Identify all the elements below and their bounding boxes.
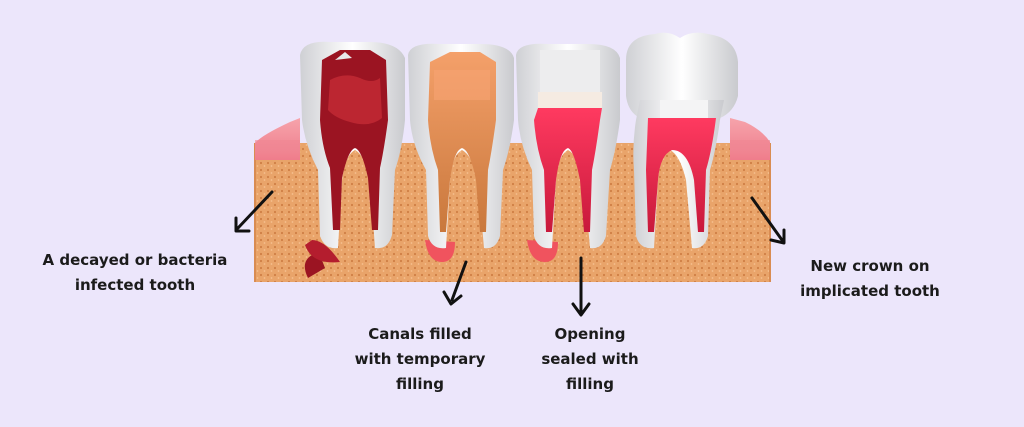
label-canals-filled: Canals filled with temporary filling — [354, 325, 486, 393]
tooth-new-crown — [626, 32, 738, 249]
tooth-decayed — [300, 41, 405, 278]
label-decayed-tooth: A decayed or bacteria infected tooth — [42, 251, 228, 294]
label-opening-sealed: Opening sealed with filling — [541, 325, 639, 393]
arrow-crown — [750, 196, 786, 245]
tooth-sealed-filling — [516, 43, 620, 262]
tooth-temporary-filling — [408, 43, 514, 262]
gum-tissue — [255, 118, 770, 160]
arrow-canals — [442, 260, 468, 306]
arrow-decayed — [234, 190, 274, 233]
label-new-crown: New crown on implicated tooth — [800, 257, 940, 300]
arrow-opening — [571, 256, 591, 317]
